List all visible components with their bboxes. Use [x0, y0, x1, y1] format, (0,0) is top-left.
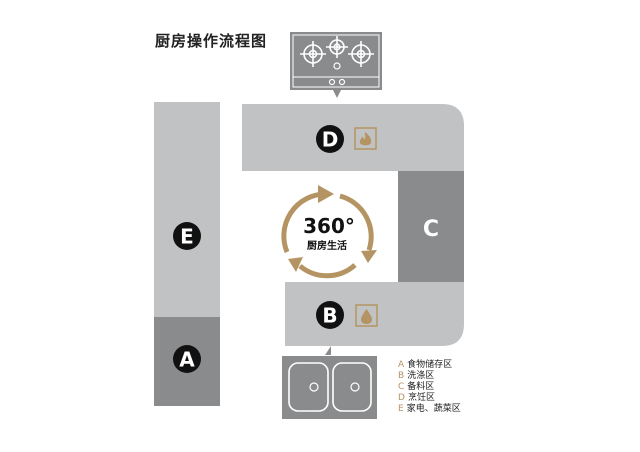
- zone-c-letter: C: [423, 217, 439, 242]
- zone-d-block: [242, 104, 464, 171]
- zone-c-block: [398, 171, 464, 282]
- legend-label: 洗涤区: [407, 371, 435, 381]
- zone-d-letter: D: [322, 128, 339, 152]
- zone-a-letter: A: [179, 348, 195, 372]
- zone-b-badge: [316, 301, 344, 329]
- zone-e-badge: [173, 222, 201, 250]
- zone-e-letter: E: [180, 225, 194, 249]
- legend-label: 备料区: [407, 382, 435, 392]
- double-sink-icon: [282, 346, 377, 419]
- cycle-arrows-icon: [281, 191, 374, 279]
- diagram-title: 厨房操作流程图: [155, 32, 268, 50]
- legend-key: D: [398, 393, 405, 403]
- center-subtitle: 厨房生活: [307, 239, 347, 252]
- legend-key: B: [398, 371, 405, 381]
- legend-key: E: [398, 404, 404, 414]
- cycle-arrowheads: [288, 185, 377, 272]
- zone-b-block: [285, 282, 464, 346]
- gas-stove-icon: [290, 32, 382, 98]
- zone-e-block: [154, 102, 220, 317]
- water-drop-icon: [355, 304, 378, 327]
- legend-label: 烹饪区: [407, 393, 435, 403]
- legend-key: C: [398, 382, 405, 392]
- legend-label: 家电、蔬菜区: [406, 404, 461, 414]
- zone-a-badge: [173, 345, 201, 373]
- zone-d-badge: [316, 125, 344, 153]
- fire-icon: [354, 127, 377, 150]
- zone-b-letter: B: [322, 304, 337, 328]
- legend-key: A: [398, 360, 405, 370]
- center-title: 360°: [303, 214, 355, 238]
- legend-label: 食物储存区: [407, 360, 453, 370]
